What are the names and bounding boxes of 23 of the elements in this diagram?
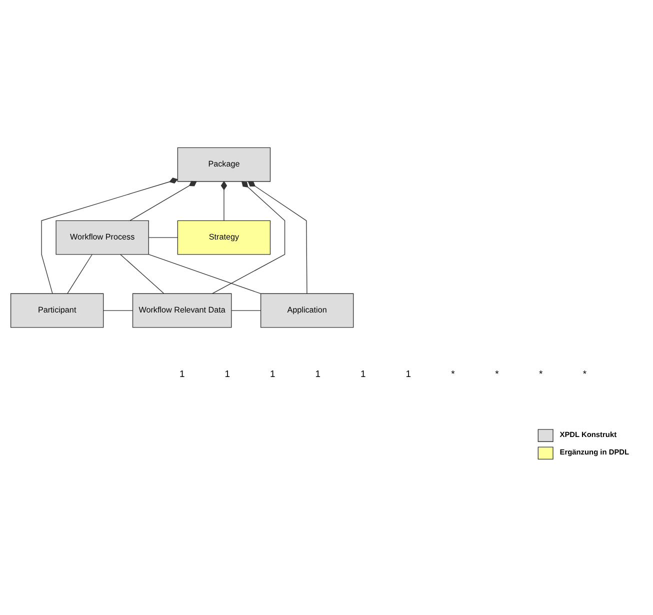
label: 1 xyxy=(360,368,366,380)
connector xyxy=(120,254,164,294)
connector xyxy=(231,310,262,311)
legend-label: XPDL Konstrukt xyxy=(560,430,617,439)
label: * xyxy=(451,368,455,380)
label: * xyxy=(495,368,499,380)
connector xyxy=(248,181,308,294)
label: 1 xyxy=(406,368,412,380)
connector xyxy=(220,180,228,221)
label: 1 xyxy=(224,368,230,380)
label: 1 xyxy=(179,368,185,380)
connector xyxy=(67,254,92,294)
connector xyxy=(148,237,178,238)
connector xyxy=(103,310,133,311)
label: * xyxy=(539,368,543,380)
label: 1 xyxy=(270,368,276,380)
connector xyxy=(130,180,197,221)
connector xyxy=(148,254,261,294)
label: * xyxy=(582,368,587,380)
connector xyxy=(212,181,286,294)
label: 1 xyxy=(315,368,321,380)
connector xyxy=(41,178,178,294)
legend-label: Ergänzung in DPDL xyxy=(560,447,630,456)
